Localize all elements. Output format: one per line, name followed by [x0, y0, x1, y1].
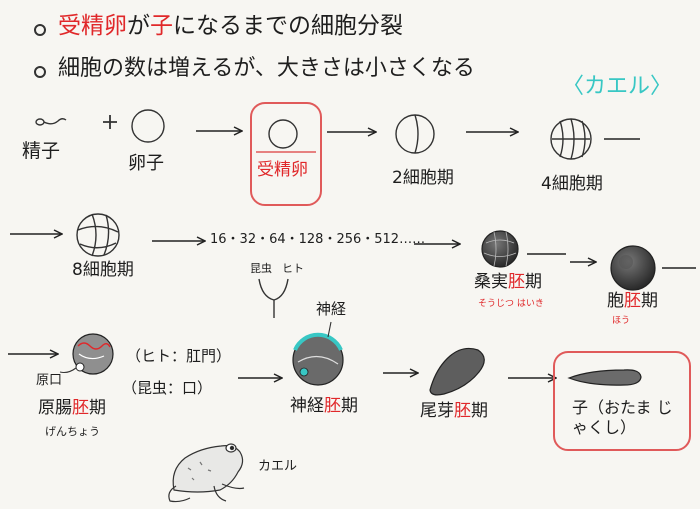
four-cell-label: 4細胞期 — [541, 174, 603, 194]
gastrula-label-a: 原腸 — [38, 398, 72, 418]
morula-reading: そうじつ はいき — [478, 299, 544, 309]
tailbud-label-c: 期 — [471, 401, 488, 421]
division-sequence: 16・32・64・128・256・512…… — [210, 232, 426, 247]
neural-tag-label: 神経 — [316, 300, 347, 318]
blastopore-pointer — [59, 367, 77, 374]
morula-label: 桑実胚期 — [474, 274, 542, 291]
title-line-1: 受精卵が子になるまでの細胞分裂 — [58, 15, 403, 38]
blastula-label-c: 期 — [641, 291, 658, 311]
eight-cell-label: 8細胞期 — [72, 260, 134, 280]
neurula-label-c: 期 — [341, 396, 358, 416]
morula-label-a: 桑実 — [474, 272, 508, 292]
tailbud-embryo-icon — [429, 347, 485, 396]
blastula-reading: ほう — [612, 316, 631, 326]
tadpole-box — [553, 351, 691, 451]
neurula-label: 神経胚期 — [290, 398, 358, 415]
branch-insect-label: 昆虫 — [250, 262, 272, 275]
tadpole-label: 子（おたま じゃくし） — [572, 398, 673, 437]
gastrula-reading: げんちょう — [45, 425, 100, 438]
morula-icon — [481, 230, 519, 268]
four-cell-icon — [550, 118, 592, 160]
fork-lines — [258, 278, 289, 318]
bullet-2 — [34, 66, 46, 78]
neurula-icon — [292, 332, 344, 386]
tailbud-label-a: 尾芽 — [420, 401, 454, 421]
gastrula-note-human: （ヒト：肛門） — [126, 347, 232, 365]
blastopore-label: 原口 — [36, 373, 63, 388]
neural-tag-pointer — [327, 321, 332, 338]
title-part-a: が — [127, 13, 150, 39]
blastula-icon — [610, 245, 656, 291]
tailbud-label-b: 胚 — [454, 401, 471, 421]
bullet-1 — [34, 24, 46, 36]
frog-label: カエル — [258, 459, 298, 474]
plus-sign — [103, 115, 117, 129]
morula-label-b: 胚 — [508, 272, 525, 292]
sperm-label: 精子 — [22, 140, 61, 162]
title-red-zygote: 受精卵 — [58, 13, 127, 39]
blastula-label-a: 胞 — [607, 291, 624, 311]
egg-label: 卵子 — [128, 153, 164, 174]
two-cell-icon — [395, 114, 435, 154]
egg-icon — [131, 109, 165, 143]
gastrula-note-insect: （昆虫：口） — [122, 379, 213, 397]
tailbud-label: 尾芽胚期 — [420, 403, 488, 420]
sperm-icon — [35, 118, 67, 126]
gastrula-label-b: 胚 — [72, 398, 89, 418]
neurula-label-a: 神経 — [290, 396, 324, 416]
title-part-b: になるまでの細胞分裂 — [173, 13, 403, 39]
fertilized-egg-label: 受精卵 — [257, 160, 308, 180]
eight-cell-icon — [76, 213, 120, 257]
title-line-2: 細胞の数は増えるが、大きさは小さくなる — [58, 56, 475, 81]
title-red-child: 子 — [150, 13, 173, 39]
neurula-label-b: 胚 — [324, 396, 341, 416]
gastrula-label: 原腸胚期 — [38, 400, 106, 417]
blastula-label: 胞胚期 — [607, 293, 658, 310]
branch-human-label: ヒト — [282, 262, 304, 275]
morula-label-c: 期 — [525, 272, 542, 292]
tadpole-icon — [567, 369, 642, 386]
frog-icon — [168, 443, 245, 503]
gastrula-icon — [72, 333, 114, 375]
animal-label: 〈カエル〉 — [562, 74, 673, 99]
two-cell-label: 2細胞期 — [392, 168, 454, 188]
gastrula-label-c: 期 — [89, 398, 106, 418]
blastula-label-b: 胚 — [624, 291, 641, 311]
zygote-icon — [268, 119, 298, 149]
fertilized-egg-box — [250, 102, 322, 206]
